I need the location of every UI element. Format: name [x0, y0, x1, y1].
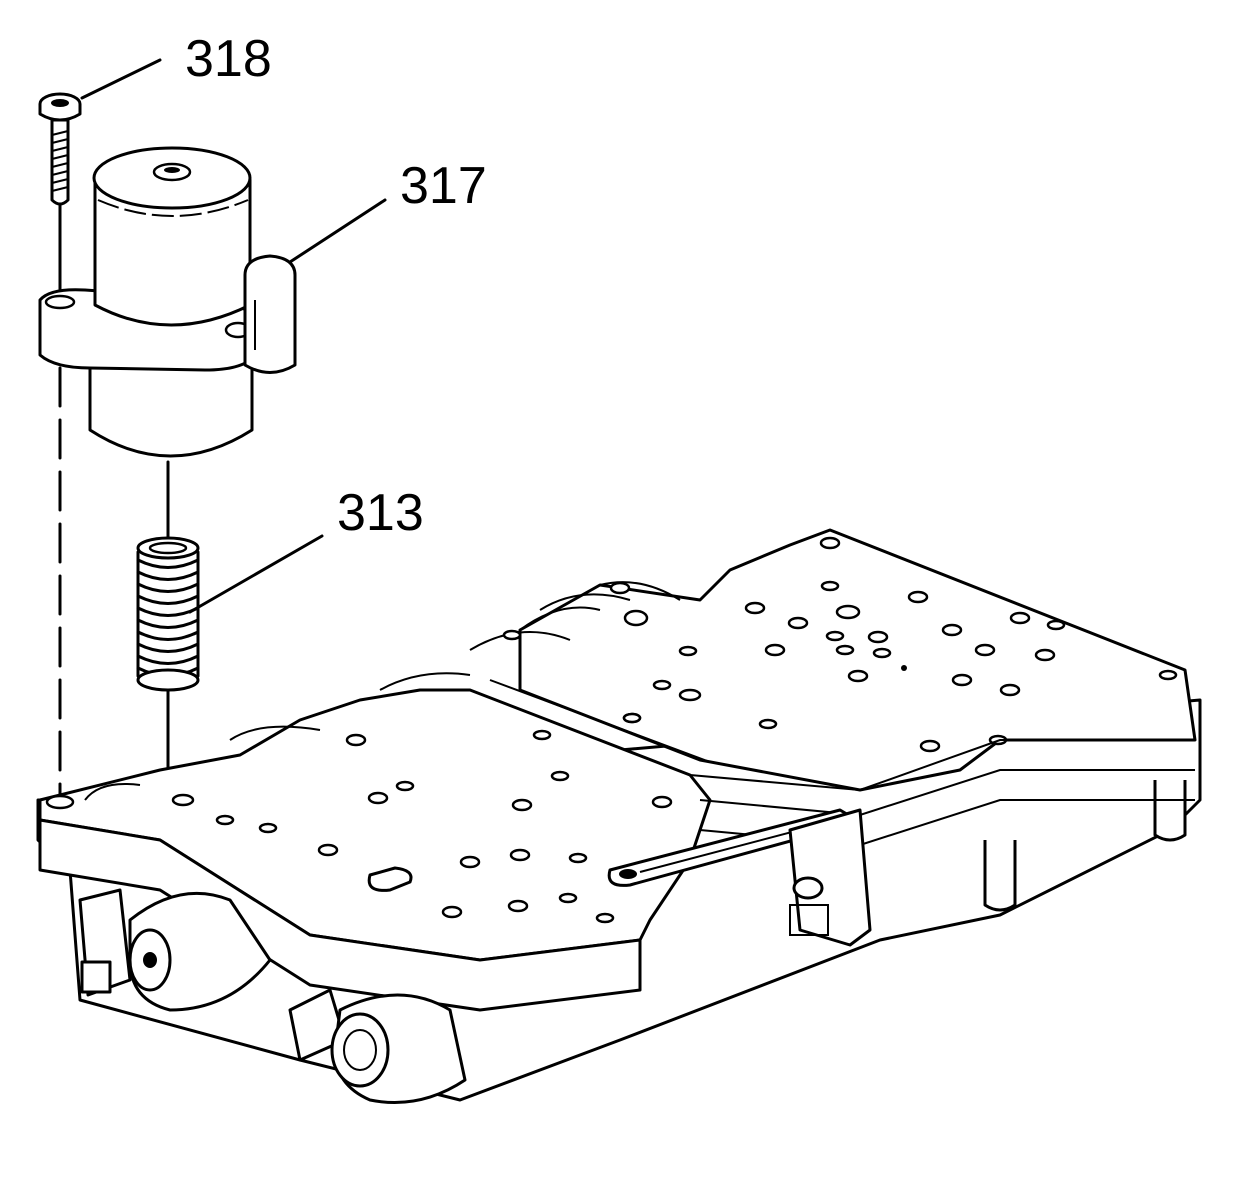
callout-317: 317 [288, 157, 487, 264]
callout-313-label: 313 [337, 484, 424, 542]
callout-318-label: 318 [185, 30, 272, 88]
leader-line-318 [80, 58, 162, 100]
callout-313: 313 [188, 484, 424, 614]
solenoid-317 [38, 146, 297, 458]
callout-318: 318 [80, 30, 272, 100]
spring-313 [136, 536, 200, 692]
callout-317-label: 317 [400, 157, 487, 215]
leader-line-317 [288, 198, 387, 264]
leader-line-313 [188, 534, 324, 614]
valve-body-assembly [36, 528, 1202, 1104]
bolt-318 [38, 92, 82, 206]
